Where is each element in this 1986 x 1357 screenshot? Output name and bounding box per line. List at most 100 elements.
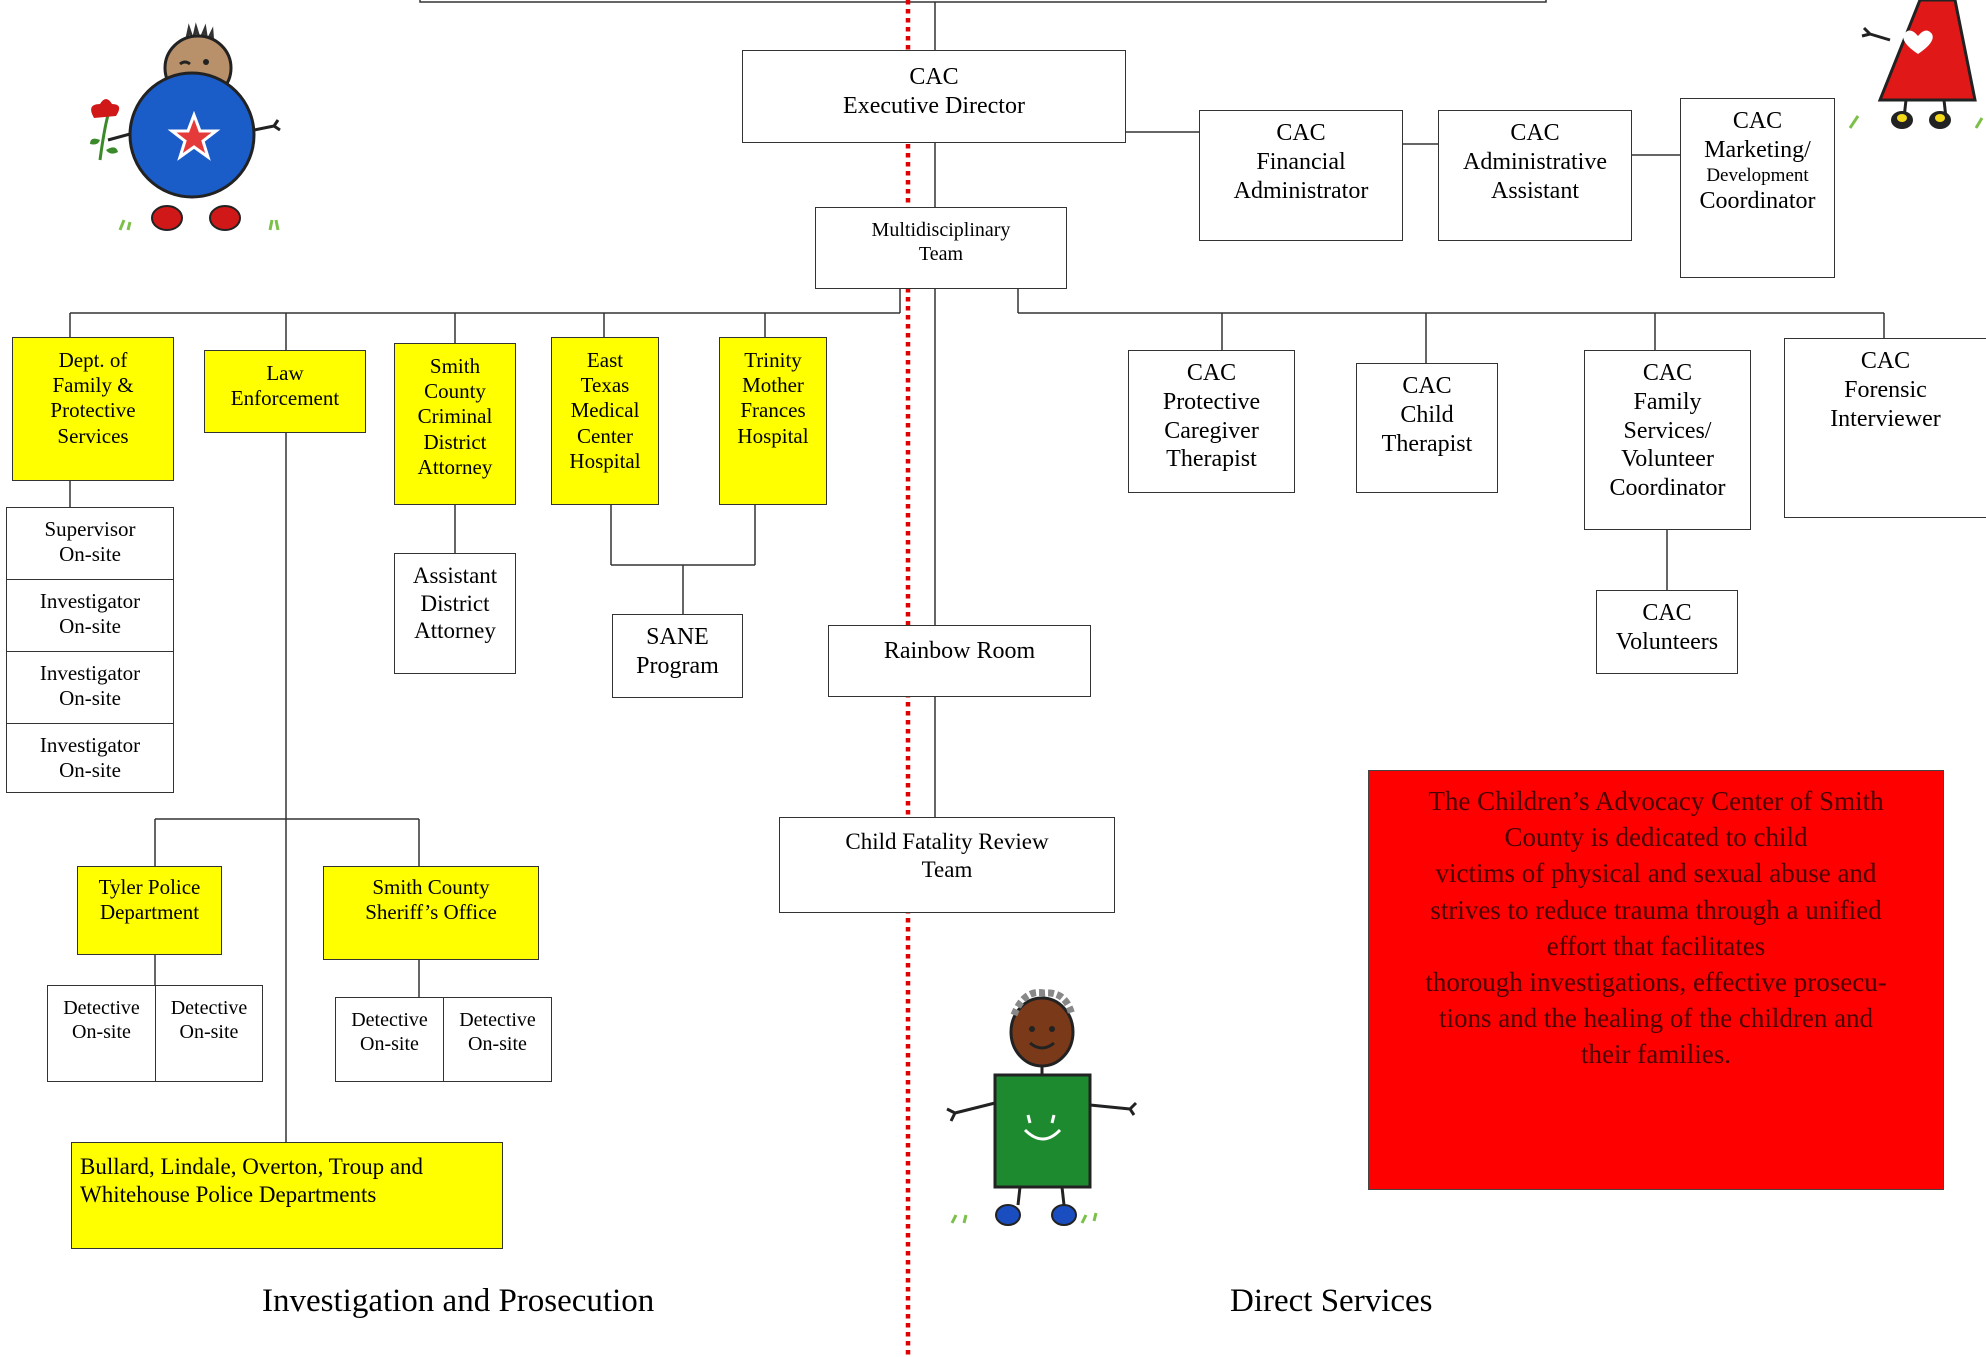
tyler-police-box: Tyler Police Department: [77, 866, 222, 955]
box-line: Frances: [740, 398, 806, 423]
investigator-on-site-box: Investigator On-site: [6, 651, 174, 724]
cac-financial-administrator-box: CAC Financial Administrator: [1199, 110, 1403, 241]
box-line: On-site: [72, 1021, 131, 1043]
box-line: Investigator: [39, 661, 141, 685]
section-label-investigation: Investigation and Prosecution: [262, 1283, 655, 1319]
box-line: Attorney: [414, 618, 496, 644]
box-line: CAC: [1186, 360, 1237, 386]
smith-county-da-box: Smith County Criminal District Attorney: [394, 343, 516, 505]
box-line: District: [420, 590, 490, 616]
box-line: Volunteer: [1621, 446, 1714, 473]
investigator-on-site-box: Investigator On-site: [6, 723, 174, 793]
box-line: Family &: [52, 373, 134, 398]
mission-line: victims of physical and sexual abuse and: [1435, 858, 1877, 889]
cac-protective-caregiver-therapist-box: CAC Protective Caregiver Therapist: [1128, 350, 1295, 493]
box-line: Development: [1706, 164, 1809, 186]
box-line: Supervisor: [44, 517, 136, 541]
dfps-box: Dept. of Family & Protective Services: [12, 337, 174, 481]
box-line: Hospital: [737, 423, 809, 448]
box-line: CAC: [1642, 360, 1693, 386]
box-line: District: [423, 429, 487, 454]
box-line: Team: [921, 856, 973, 882]
cac-child-therapist-box: CAC Child Therapist: [1356, 363, 1498, 493]
box-line: Caregiver: [1164, 417, 1259, 444]
box-line: Multidisciplinary: [871, 219, 1011, 241]
box-line: CAC: [1402, 373, 1452, 399]
box-line: Volunteers: [1615, 628, 1719, 655]
box-line: Tyler Police: [98, 875, 201, 899]
box-line: On-site: [360, 1033, 419, 1055]
box-line: Coordinator: [1609, 475, 1726, 502]
box-line: Assistant: [412, 563, 498, 588]
box-line: Services/: [1623, 417, 1712, 444]
box-line: Protective: [1162, 388, 1261, 415]
mission-line: County is dedicated to child: [1504, 822, 1808, 853]
box-line: Assistant: [1490, 177, 1579, 204]
box-line: Detective: [459, 1009, 536, 1031]
box-line: East: [586, 348, 624, 372]
mission-line: thorough investigations, effective prose…: [1425, 966, 1887, 997]
box-line: On-site: [59, 686, 121, 711]
mission-line: their families.: [1581, 1039, 1731, 1070]
box-line: Attorney: [417, 454, 493, 479]
box-line: CAC: [1732, 108, 1783, 134]
box-line: Forensic: [1844, 376, 1927, 403]
box-line: Whitehouse Police Departments: [80, 1181, 377, 1207]
trinity-hospital-box: Trinity Mother Frances Hospital: [719, 337, 827, 505]
box-line: Administrator: [1233, 177, 1369, 204]
cac-executive-director-box: CAC Executive Director: [742, 50, 1126, 143]
mission-line: The Children’s Advocacy Center of Smith: [1428, 786, 1884, 816]
box-line: On-site: [59, 542, 121, 567]
box-line: Protective: [50, 398, 136, 423]
box-line: CAC: [1642, 600, 1692, 626]
cac-administrative-assistant-box: CAC Administrative Assistant: [1438, 110, 1632, 241]
box-line: Medical: [570, 398, 640, 423]
box-line: Detective: [351, 1009, 428, 1031]
box-line: Therapist: [1381, 430, 1473, 457]
supervisor-on-site-box: Supervisor On-site: [6, 507, 174, 580]
box-line: Coordinator: [1699, 188, 1816, 215]
smith-county-sheriff-box: Smith County Sheriff’s Office: [323, 866, 539, 960]
box-line: On-site: [179, 1021, 239, 1043]
box-line: Smith County: [372, 875, 490, 899]
cac-volunteers-box: CAC Volunteers: [1596, 590, 1738, 674]
other-police-departments-box: Bullard, Lindale, Overton, Troup and Whi…: [71, 1142, 503, 1249]
detective-on-site-box: Detective On-site: [443, 997, 552, 1082]
box-line: Team: [918, 243, 964, 265]
box-line: Child Fatality Review: [845, 829, 1049, 854]
box-line: Mother: [742, 373, 804, 398]
box-line: Sheriff’s Office: [365, 900, 497, 925]
box-line: CAC: [1860, 348, 1911, 374]
box-line: On-site: [59, 758, 121, 783]
box-line: CAC: [1276, 120, 1326, 146]
box-line: Family: [1633, 388, 1702, 415]
section-label-direct-services: Direct Services: [1230, 1283, 1433, 1319]
green-shirt-child-illustration: [946, 988, 1138, 1226]
box-line: Smith: [429, 354, 481, 378]
box-line: CAC: [909, 64, 959, 90]
box-line: County: [424, 379, 486, 404]
box-line: Financial: [1256, 148, 1346, 175]
box-line: Texas: [580, 373, 630, 398]
mission-line: tions and the healing of the children an…: [1438, 1003, 1874, 1034]
box-line: Criminal: [417, 404, 493, 429]
box-line: Department: [99, 900, 200, 925]
mission-line: strives to reduce trauma through a unifi…: [1430, 894, 1882, 925]
box-line: Dept. of: [58, 348, 128, 372]
detective-on-site-box: Detective On-site: [47, 985, 156, 1082]
box-line: Bullard, Lindale, Overton, Troup and: [80, 1154, 424, 1179]
box-line: Hospital: [569, 448, 641, 473]
box-line: Administrative: [1463, 148, 1607, 175]
box-line: Trinity: [744, 348, 802, 372]
child-fatality-review-team-box: Child Fatality Review Team: [779, 817, 1115, 913]
multidisciplinary-team-box: Multidisciplinary Team: [815, 207, 1067, 289]
box-line: Child: [1400, 401, 1454, 428]
blue-star-child-illustration: [90, 22, 281, 231]
sane-program-box: SANE Program: [612, 614, 743, 698]
box-line: Interviewer: [1830, 405, 1941, 432]
box-line: Program: [636, 652, 719, 679]
box-line: Center: [577, 423, 633, 448]
rainbow-room-box: Rainbow Room: [828, 625, 1091, 697]
box-line: Services: [57, 423, 129, 448]
detective-on-site-box: Detective On-site: [155, 985, 263, 1082]
